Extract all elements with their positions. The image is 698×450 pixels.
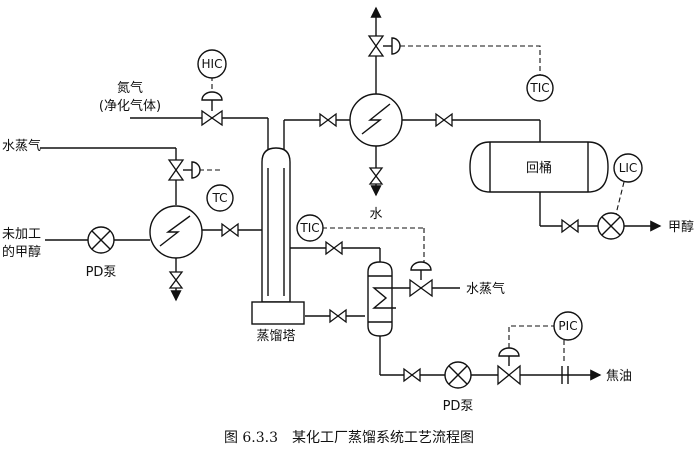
pic-label: PIC (558, 319, 577, 333)
drum-label: 回桶 (526, 161, 552, 176)
condenser-exchanger (349, 93, 403, 147)
valve-column-bottom (329, 308, 347, 324)
valve-preheater-outlet (221, 222, 239, 238)
figure-caption: 图 6.3.3 某化工厂蒸馏系统工艺流程图 (224, 430, 474, 446)
valve-reboiler-outlet (403, 367, 421, 383)
hic-label: HIC (202, 57, 223, 71)
raw-methanol-label-2: 的甲醇 (2, 244, 41, 260)
distillation-column (251, 147, 305, 325)
nitrogen-label: 氮气 (117, 80, 143, 96)
control-valve-steam-left (167, 159, 185, 181)
pd-pump-bottom (444, 361, 472, 389)
tic-mid-label: TIC (299, 221, 319, 235)
tar-out-label: 焦油 (606, 369, 632, 384)
valve-actuators (183, 37, 520, 366)
column-label: 蒸馏塔 (256, 329, 295, 344)
valve-drum-outlet (561, 218, 579, 234)
control-valve-nitrogen (201, 109, 223, 127)
nitrogen-note-label: (净化气体) (99, 98, 161, 114)
pd-pump-left (87, 226, 115, 254)
steam-left-label: 水蒸气 (2, 138, 41, 154)
reboiler (367, 261, 396, 337)
control-valve-vent (367, 35, 385, 57)
valve-condenser-inlet (319, 112, 337, 128)
methanol-out-label: 甲醇 (668, 219, 694, 235)
water-label: 水 (369, 207, 382, 222)
steam-right-label: 水蒸气 (466, 281, 505, 297)
instrument-tc: TC (206, 184, 234, 212)
tic-top-label: TIC (529, 81, 549, 95)
instrument-hic: HIC (197, 49, 227, 79)
pump-bottom-label: PD泵 (443, 399, 474, 414)
lic-label: LIC (619, 161, 638, 175)
raw-methanol-label-1: 未加工 (2, 227, 41, 242)
control-valve-steam-right (409, 278, 433, 298)
valve-column-side (325, 240, 343, 256)
valves (167, 35, 579, 386)
orifice-plate (561, 366, 569, 384)
reflux-drum (469, 141, 609, 193)
instrument-tic-top: TIC (526, 74, 554, 102)
tc-label: TC (211, 191, 227, 205)
pump-left-label: PD泵 (86, 265, 117, 280)
valve-condenser-outlet (435, 112, 453, 128)
preheater-exchanger (149, 205, 203, 259)
instrument-pic: PIC (553, 311, 583, 341)
valve-cooling-water (368, 167, 384, 185)
instrument-lic: LIC (613, 153, 643, 183)
control-valve-tar (497, 364, 521, 386)
methanol-pump (597, 212, 625, 240)
instrument-tic-mid: TIC (296, 214, 324, 242)
valve-preheater-bottom (168, 271, 184, 289)
